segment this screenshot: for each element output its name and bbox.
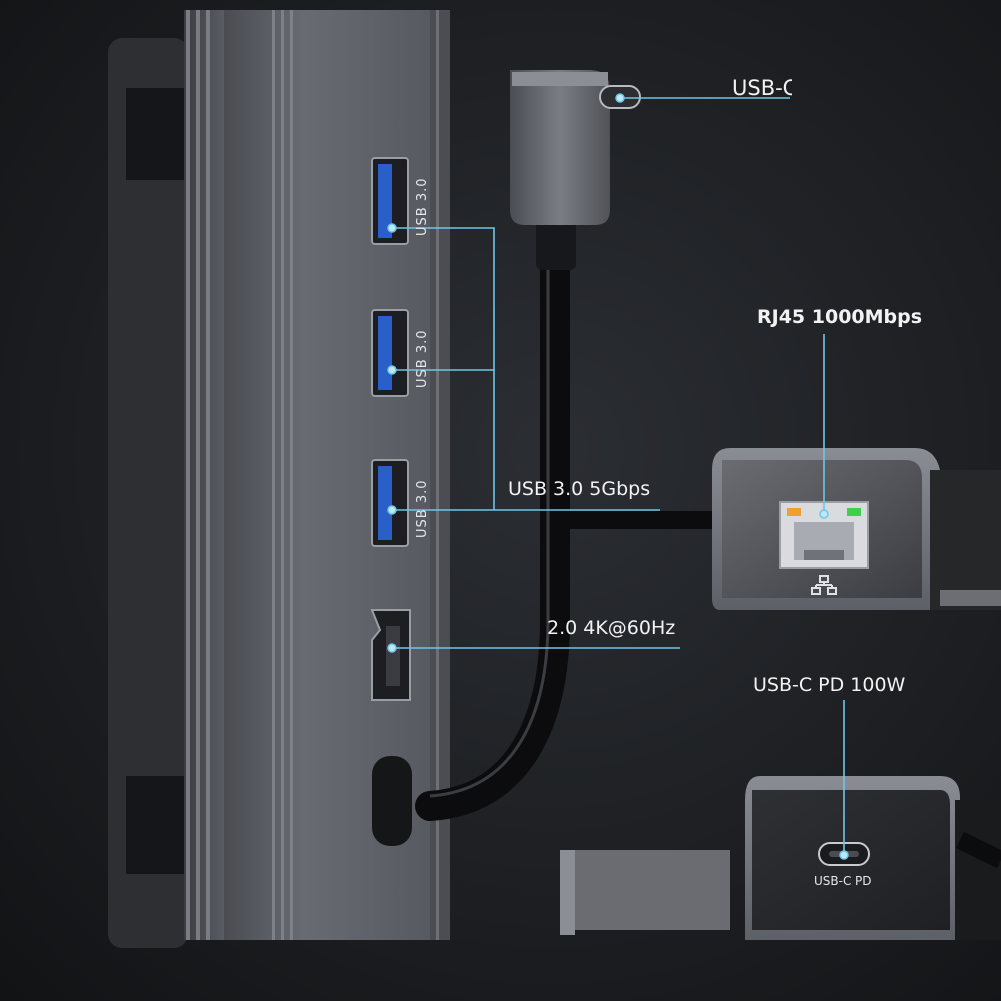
usb-port-1-print: USB 3.0 <box>415 177 430 237</box>
usb-port-1 <box>371 157 409 245</box>
usb-c-plug <box>510 70 641 225</box>
pd-port-print-pd: PD <box>855 874 872 888</box>
hub-mount-plate <box>108 38 188 948</box>
usb-port-2-print: USB 3.0 <box>415 329 430 389</box>
usb-c-cable <box>415 225 570 821</box>
hub-body <box>184 10 450 940</box>
usb-port-3 <box>371 459 409 547</box>
label-hdmi: 2.0 4K@60Hz <box>547 617 676 639</box>
label-usb-c: USB-C <box>732 76 792 100</box>
label-usb-c-pd: USB-C PD 100W <box>753 674 906 696</box>
callout-lines <box>392 97 845 855</box>
cable-entry <box>372 756 412 846</box>
label-rj45: RJ45 1000Mbps <box>757 306 923 328</box>
usb-port-2 <box>371 309 409 397</box>
network-symbol-icon <box>811 575 837 595</box>
callout-dots <box>387 93 849 860</box>
hdmi-port-icon <box>370 609 411 701</box>
pd-port-print-usbc: USB-C <box>814 874 852 888</box>
usb-port-3-print: USB 3.0 <box>415 479 430 539</box>
label-usb3: USB 3.0 5Gbps <box>508 478 651 500</box>
callout-usb3-1 <box>392 227 495 510</box>
